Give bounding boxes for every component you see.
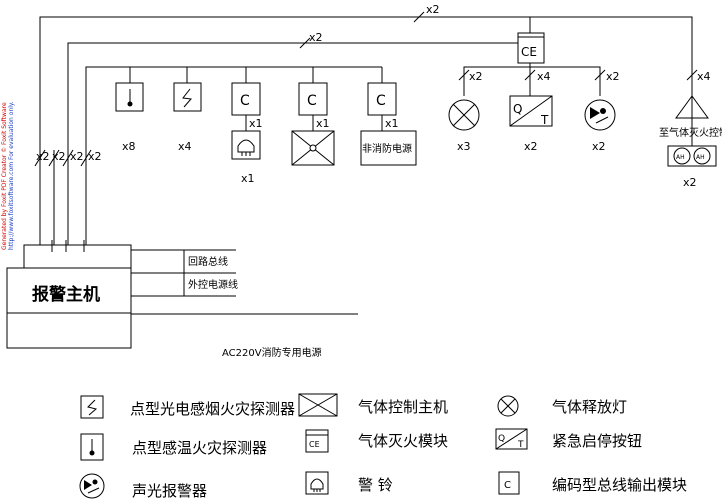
legend-heat-label: 点型感温火灾探测器 — [132, 439, 267, 457]
svg-text:AH: AH — [676, 154, 685, 161]
ce-branch-count-3: x2 — [606, 70, 620, 83]
release-light-icon — [497, 395, 519, 417]
external-power-label: 外控电源线 — [188, 278, 238, 291]
left-wire-count-2: x2 — [52, 150, 66, 163]
non-fire-power-label: 非消防电源 — [362, 142, 412, 155]
release-light-count: x3 — [457, 140, 471, 153]
ce-branch-count-4: x4 — [697, 70, 711, 83]
legend-gas-controller-label: 气体控制主机 — [358, 398, 448, 416]
legend-sounder-label: 声光报警器 — [132, 482, 207, 500]
ac-power-label: AC220V消防专用电源 — [222, 346, 322, 359]
bell-icon — [305, 471, 329, 495]
module-2-count: x1 — [316, 117, 330, 130]
left-wire-count-3: x2 — [70, 150, 84, 163]
module-1-count: x1 — [249, 117, 263, 130]
svg-text:CE: CE — [521, 45, 537, 59]
sounder-count: x2 — [592, 140, 606, 153]
legend-bell-label: 警 铃 — [358, 476, 393, 494]
heat-detector-count: x8 — [122, 140, 136, 153]
svg-text:C: C — [504, 480, 511, 491]
svg-text:Q: Q — [513, 102, 522, 116]
bus-module-1: C — [231, 82, 261, 131]
svg-text:C: C — [307, 93, 317, 109]
watermark-red: Generated by Foxit PDF Creator © Foxit S… — [1, 102, 8, 250]
ce-branch-count-2: x4 — [537, 70, 551, 83]
top-wire-count-2: x2 — [309, 31, 323, 44]
legend-bus-module-label: 编码型总线输出模块 — [552, 476, 687, 494]
legend-release-light-label: 气体释放灯 — [552, 398, 627, 416]
bus-module-3: C — [367, 82, 397, 131]
svg-text:AH: AH — [696, 154, 705, 161]
ce-branch-count-1: x2 — [469, 70, 483, 83]
module-3-count: x1 — [385, 117, 399, 130]
stop-button: Q T — [509, 95, 553, 127]
alarm-controller — [6, 244, 132, 349]
bus-module-icon: C — [498, 471, 520, 495]
sounder — [584, 99, 616, 131]
gas-controller — [291, 130, 335, 166]
stop-button-icon: Q T — [495, 428, 528, 450]
svg-text:CE: CE — [309, 440, 320, 449]
smoke-detector-count: x4 — [178, 140, 192, 153]
non-fire-power-box — [360, 130, 417, 166]
smoke-detector-icon — [80, 395, 104, 419]
left-wire-count-1: x2 — [36, 150, 50, 163]
bus-wiring — [34, 11, 693, 252]
watermark-blue: http://www.foxitsoftware.com For evaluat… — [8, 101, 15, 250]
bell — [231, 130, 261, 160]
gas-module: CE — [517, 32, 545, 64]
top-wire-count-1: x2 — [426, 3, 440, 16]
sounder-icon — [79, 473, 105, 499]
smoke-detector — [173, 82, 202, 112]
legend-stop-button-label: 紧急启停按钮 — [552, 432, 642, 450]
svg-text:T: T — [540, 113, 549, 127]
gas-module-icon: CE — [305, 429, 329, 453]
legend-gas-module-label: 气体灭火模块 — [358, 432, 448, 450]
svg-text:C: C — [376, 93, 386, 109]
ah-device-count: x2 — [683, 176, 697, 189]
svg-text:Q: Q — [498, 434, 505, 444]
legend: 点型光电感烟火灾探测器 点型感温火灾探测器 声光报警器 气体控制主机 CE — [79, 393, 687, 500]
left-wire-count-4: x2 — [88, 150, 102, 163]
controller-label: 报警主机 — [32, 284, 100, 305]
legend-smoke-label: 点型光电感烟火灾探测器 — [130, 400, 295, 418]
svg-text:C: C — [240, 93, 250, 109]
release-light — [448, 99, 480, 131]
gas-ext-control: AH AH — [667, 72, 717, 167]
svg-text:T: T — [517, 440, 524, 450]
heat-detector-icon — [80, 433, 104, 461]
bus-module-2: C — [298, 82, 328, 131]
loop-bus-label: 回路总线 — [188, 255, 228, 268]
bell-count: x1 — [241, 172, 255, 185]
heat-detector — [115, 82, 144, 112]
gas-controller-icon — [298, 393, 338, 417]
to-gas-ext-label: 至气体灭火控制 — [659, 126, 722, 139]
stop-button-count: x2 — [524, 140, 538, 153]
